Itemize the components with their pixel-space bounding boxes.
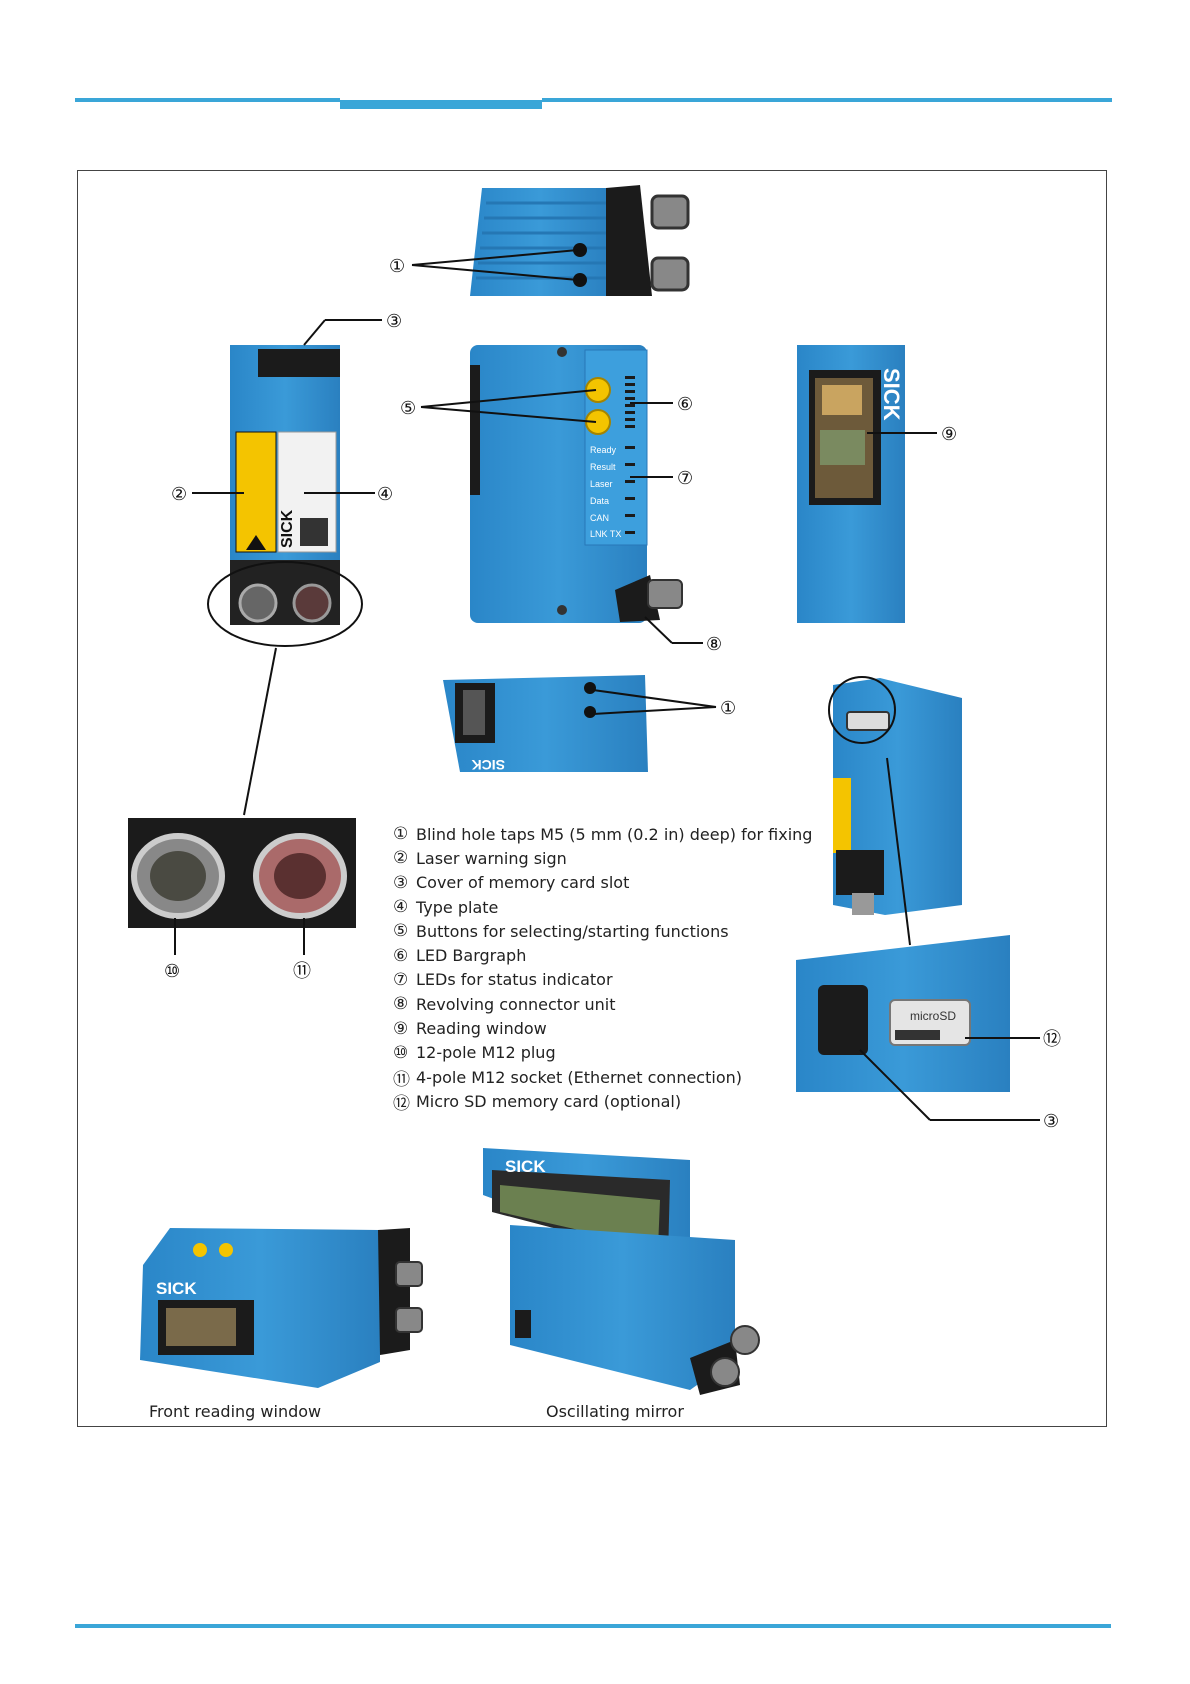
callout-5: ⑤	[400, 398, 416, 419]
header-rule-tab	[340, 100, 542, 109]
led-data-label: Data	[590, 496, 609, 506]
legend-text: Type plate	[416, 897, 499, 917]
legend-number: ⑪	[393, 1069, 410, 1090]
legend-number: ⑦	[393, 969, 409, 990]
callout-3-bottom: ③	[1043, 1111, 1059, 1132]
legend-text: 4-pole M12 socket (Ethernet connection)	[416, 1067, 742, 1087]
led-result-label: Result	[590, 462, 616, 472]
legend-text: Buttons for selecting/starting functions	[416, 921, 729, 941]
callout-1-top: ①	[389, 256, 405, 277]
legend-item: ⑪ 4-pole M12 socket (Ethernet connection)	[393, 1065, 813, 1090]
legend-item: ⑫ Micro SD memory card (optional)	[393, 1089, 813, 1114]
legend-number: ⑫	[393, 1093, 410, 1114]
legend-item: ⑦ LEDs for status indicator	[393, 968, 813, 992]
led-lnk-label: LNK TX	[590, 529, 621, 539]
callout-8: ⑧	[706, 634, 722, 655]
legend-item: ⑧ Revolving connector unit	[393, 992, 813, 1016]
legend-text: Laser warning sign	[416, 848, 567, 868]
led-laser-label: Laser	[590, 479, 613, 489]
device-reading-window-view: SICK	[797, 345, 905, 623]
connector-zoom	[128, 818, 356, 928]
sd-slot-zoom: microSD	[796, 935, 1010, 1092]
legend-item: ⑨ Reading window	[393, 1016, 813, 1040]
legend-item: ⑤ Buttons for selecting/starting function…	[393, 919, 813, 943]
caption-front-window: Front reading window	[149, 1402, 322, 1421]
callout-1-bottom: ①	[720, 698, 736, 719]
callout-7: ⑦	[677, 468, 693, 489]
header-rule-left	[75, 98, 340, 102]
legend-number: ③	[393, 872, 409, 893]
legend-number: ①	[393, 824, 409, 845]
legend: ① Blind hole taps M5 (5 mm (0.2 in) deep)…	[393, 822, 813, 1114]
device-oscillating-mirror-photo: SICK	[483, 1148, 760, 1395]
device-front-window-photo: SICK	[140, 1228, 423, 1388]
caption-oscillating-mirror: Oscillating mirror	[546, 1402, 684, 1421]
legend-item: ② Laser warning sign	[393, 846, 813, 870]
leader-lines	[174, 249, 1040, 1121]
callout-9: ⑨	[941, 424, 957, 445]
legend-item: ① Blind hole taps M5 (5 mm (0.2 in) deep)…	[393, 822, 813, 846]
header-rule-right	[542, 98, 1112, 102]
callout-12: ⑫	[1043, 1029, 1061, 1050]
mirror-brand: SICK	[505, 1157, 546, 1176]
legend-text: Reading window	[416, 1019, 547, 1039]
legend-item: ⑥ LED Bargraph	[393, 943, 813, 967]
callout-3-top: ③	[386, 311, 402, 332]
legend-text: LEDs for status indicator	[416, 970, 613, 990]
bottom-brand-logo: SICK	[472, 757, 505, 773]
callout-2: ②	[171, 484, 187, 505]
legend-number: ⑥	[393, 945, 409, 966]
legend-number: ⑤	[393, 921, 409, 942]
front-window-brand: SICK	[156, 1279, 197, 1298]
legend-number: ④	[393, 897, 409, 918]
led-can-label: CAN	[590, 513, 609, 523]
callout-10: ⑩	[164, 961, 180, 982]
figure-frame	[77, 170, 1107, 1427]
type-plate-brand: SICK	[279, 509, 296, 548]
legend-text: Blind hole taps M5 (5 mm (0.2 in) deep) …	[416, 824, 813, 844]
device-front-panel: Ready Result Laser Data CAN LNK TX	[470, 345, 683, 623]
legend-item: ⑩ 12-pole M12 plug	[393, 1041, 813, 1065]
device-bottom-view: SICK	[443, 675, 648, 773]
legend-text: LED Bargraph	[416, 946, 527, 966]
device-side-view: SICK	[207, 345, 363, 647]
legend-number: ⑧	[393, 994, 409, 1015]
device-card-slot-view	[828, 676, 962, 915]
device-top-view	[470, 185, 690, 296]
side-brand-logo: SICK	[879, 368, 904, 421]
callout-6: ⑥	[677, 394, 693, 415]
legend-text: 12-pole M12 plug	[416, 1043, 556, 1063]
legend-number: ⑩	[393, 1042, 409, 1063]
legend-number: ②	[393, 848, 409, 869]
legend-text: Cover of memory card slot	[416, 873, 630, 893]
callout-4: ④	[377, 484, 393, 505]
footer-rule	[75, 1624, 1111, 1628]
sd-slot-label: microSD	[910, 1009, 956, 1023]
legend-text: Micro SD memory card (optional)	[416, 1091, 682, 1111]
legend-text: Revolving connector unit	[416, 994, 616, 1014]
led-ready-label: Ready	[590, 445, 617, 455]
legend-item: ③ Cover of memory card slot	[393, 871, 813, 895]
legend-item: ④ Type plate	[393, 895, 813, 919]
legend-number: ⑨	[393, 1018, 409, 1039]
callout-11: ⑪	[293, 961, 311, 982]
